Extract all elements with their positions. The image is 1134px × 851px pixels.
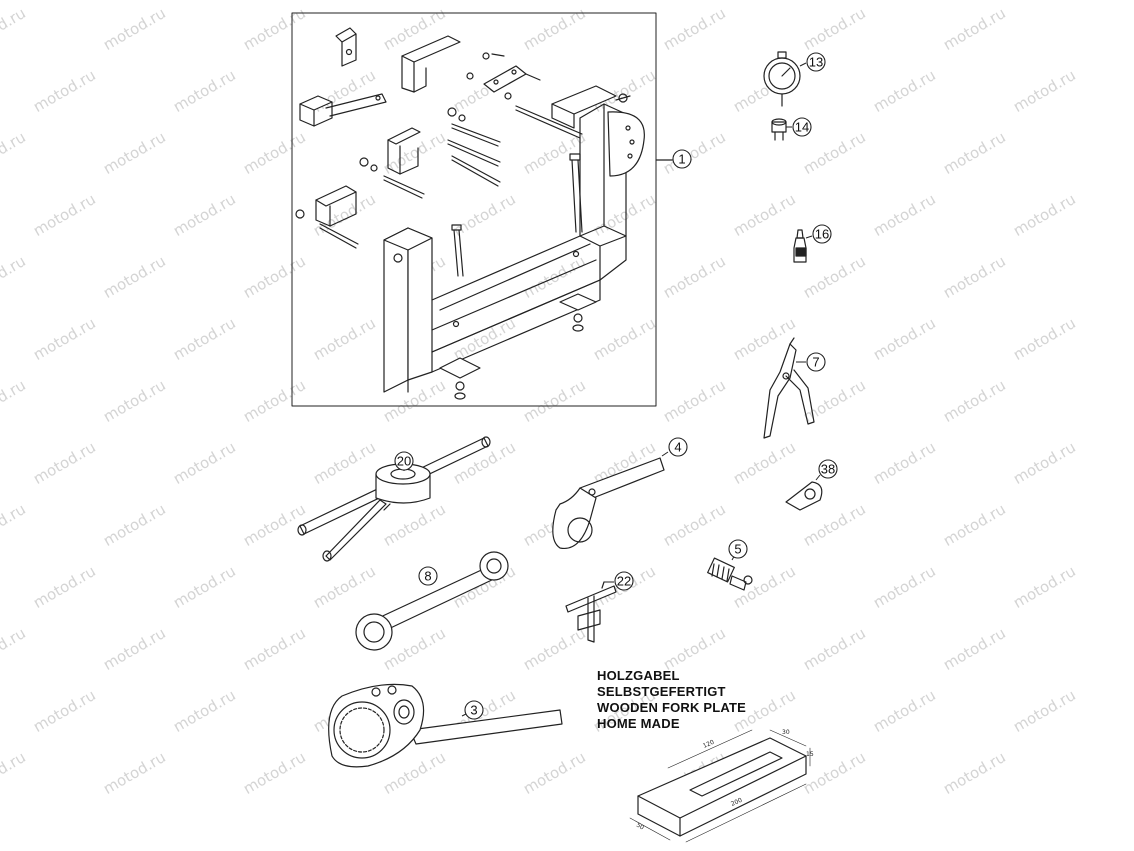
gauge-screw-icon: [707, 557, 753, 591]
engine-stand-kit-frame: [291, 12, 657, 407]
callout-22-circle: [614, 571, 634, 591]
dimension-120: 120: [702, 739, 715, 750]
callout-38-label: 38: [821, 462, 835, 477]
wooden-fork-plate-note: HOLZGABEL SELBSTGEFERTIGT WOODEN FORK PL…: [597, 668, 787, 732]
callout-14: 14: [792, 117, 812, 137]
callout-1-circle: [672, 149, 692, 169]
callout-38: 38: [818, 459, 838, 479]
callout-16-label: 16: [815, 227, 829, 242]
double-ring-wrench-icon: [355, 551, 509, 651]
leader-line-16: [805, 235, 813, 239]
callout-20-circle: [394, 451, 414, 471]
callout-3: 3: [464, 700, 484, 720]
leader-line-38: [815, 474, 821, 481]
engine-stand-icon: [295, 27, 645, 400]
callout-16: 16: [812, 224, 832, 244]
callout-4: 4: [668, 437, 688, 457]
dial-gauge-icon: [763, 51, 801, 107]
dimension-lines: [629, 729, 811, 843]
t-handle-tool-icon: [297, 436, 491, 562]
circlip-pliers-icon: [763, 337, 815, 439]
dimension-200: 200: [730, 797, 743, 808]
clutch-holder-icon: [328, 683, 563, 768]
callout-3-circle: [464, 700, 484, 720]
callout-5-label: 5: [734, 542, 741, 557]
flywheel-holder-icon: [785, 481, 823, 511]
dimension-30: 30: [782, 729, 790, 736]
dimension-50: 50: [635, 822, 645, 832]
callout-22: 22: [614, 571, 634, 591]
measuring-plate-icon: [565, 581, 617, 643]
callout-8-circle: [418, 566, 438, 586]
wooden-fork-plate-icon: [637, 737, 807, 837]
dimension-15: 15: [806, 751, 814, 758]
loctite-bottle-icon: [793, 229, 807, 263]
callout-13: 13: [806, 52, 826, 72]
callout-7: 7: [806, 352, 826, 372]
callout-14-circle: [792, 117, 812, 137]
callout-group: 1 13 14 16 7 20 4 38 5 8 22 3: [394, 52, 838, 720]
note-line-3: WOODEN FORK PLATE: [597, 700, 747, 715]
callout-4-label: 4: [674, 440, 681, 455]
leader-line-4: [661, 451, 669, 457]
note-line-4: HOME MADE: [597, 716, 680, 731]
callout-20: 20: [394, 451, 414, 471]
callout-1-label: 1: [678, 152, 685, 167]
callout-4-circle: [668, 437, 688, 457]
callout-14-label: 14: [795, 120, 809, 135]
callout-20-label: 20: [397, 454, 411, 469]
callout-3-label: 3: [470, 703, 477, 718]
callout-7-circle: [806, 352, 826, 372]
callout-8: 8: [418, 566, 438, 586]
callout-38-circle: [818, 459, 838, 479]
callout-7-label: 7: [812, 355, 819, 370]
callout-13-label: 13: [809, 55, 823, 70]
callout-22-label: 22: [617, 574, 631, 589]
gauge-adapter-icon: [771, 118, 787, 141]
note-line-1: HOLZGABEL: [597, 668, 680, 683]
callout-5: 5: [728, 539, 748, 559]
leader-line-3: [461, 713, 467, 717]
callout-1: 1: [672, 149, 692, 169]
callout-8-label: 8: [424, 569, 431, 584]
callout-16-circle: [812, 224, 832, 244]
note-line-2: SELBSTGEFERTIGT: [597, 684, 726, 699]
callout-13-circle: [806, 52, 826, 72]
leader-line-13: [799, 62, 807, 67]
callout-5-circle: [728, 539, 748, 559]
hook-spanner-icon: [552, 457, 665, 550]
